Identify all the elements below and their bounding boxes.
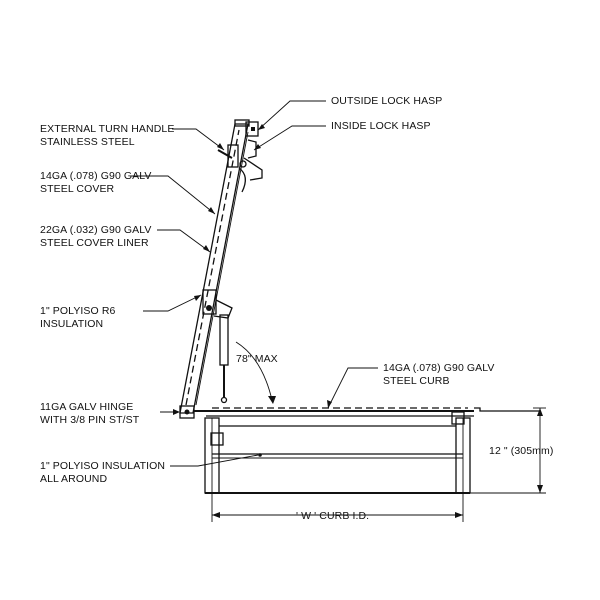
label-outside-lock-hasp: OUTSIDE LOCK HASP	[331, 95, 442, 107]
spring-bracket	[202, 289, 217, 315]
angle-arc	[235, 341, 273, 401]
curb-right-flange	[474, 407, 540, 412]
label-curb-insulation-2: ALL AROUND	[40, 473, 107, 485]
label-hinge-1: 11GA GALV HINGE	[40, 401, 133, 413]
leader-outside-hasp-arrow	[258, 124, 265, 130]
label-cover-1: 14GA (.078) G90 GALV	[40, 170, 152, 182]
leader-curb-arrow	[327, 400, 332, 408]
dimensions	[211, 341, 546, 522]
hinge	[179, 405, 195, 419]
leader-curb-insulation	[170, 454, 259, 467]
gas-spring-cylinder	[219, 314, 229, 366]
insulation-pointer-dot	[258, 453, 262, 457]
width-arrow-left	[212, 512, 220, 518]
height-arrow-bottom	[537, 485, 543, 493]
cover-top-cap	[234, 119, 250, 127]
label-angle: 78" MAX	[236, 353, 278, 365]
gas-spring	[219, 314, 229, 404]
bracket-arm	[213, 299, 233, 319]
leader-inside-hasp-arrow	[254, 144, 261, 150]
label-liner-1: 22GA (.032) G90 GALV	[40, 224, 152, 236]
outside-lock-hasp-shape	[245, 121, 259, 137]
hinge-pin	[184, 409, 190, 415]
left-bolt-box	[210, 432, 224, 446]
angle-arrow	[268, 396, 276, 404]
label-curb-1: 14GA (.078) G90 GALV	[383, 362, 495, 374]
latch-curve	[238, 167, 246, 193]
hasp-pin	[251, 127, 255, 131]
label-turn-handle-2: STAINLESS STEEL	[40, 136, 135, 148]
leader-cover-arrow	[208, 207, 215, 214]
leader-insulation	[143, 294, 202, 312]
height-arrow-top	[537, 408, 543, 416]
hatch-cover	[179, 119, 263, 414]
label-height-dim: 12 " (305mm)	[489, 445, 553, 457]
width-arrow-right	[455, 512, 463, 518]
bracket-pivot	[206, 305, 212, 311]
leader-turn-handle-arrow	[217, 143, 224, 150]
leaders	[131, 100, 378, 467]
leader-liner-arrow	[203, 245, 210, 252]
label-cover-2: STEEL COVER	[40, 183, 115, 195]
leader-turn-handle	[172, 128, 225, 151]
label-insulation-2: INSULATION	[40, 318, 103, 330]
handle-mount	[227, 144, 239, 168]
label-liner-2: STEEL COVER LINER	[40, 237, 149, 249]
handle-bolt	[239, 160, 247, 168]
leader-outside-hasp	[257, 100, 326, 131]
leader-inside-hasp	[253, 125, 326, 151]
label-insulation-1: 1" POLYISO R6	[40, 305, 116, 317]
label-width-dim: ' W ' CURB I.D.	[296, 510, 369, 522]
latch-arm	[243, 157, 263, 181]
gas-spring-mount	[220, 396, 228, 404]
cover-inner-edge	[195, 131, 249, 406]
leader-insulation-arrow	[194, 295, 201, 301]
cover-liner-dashed	[185, 129, 240, 406]
label-hinge-2: WITH 3/8 PIN ST/ST	[40, 414, 140, 426]
leader-hinge-arrow	[173, 409, 180, 415]
right-bracket	[451, 411, 465, 425]
label-inside-lock-hasp: INSIDE LOCK HASP	[331, 120, 431, 132]
label-curb-insulation-1: 1" POLYISO INSULATION	[40, 460, 165, 472]
leader-cover	[131, 175, 216, 215]
leader-curb	[327, 367, 378, 409]
turn-handle-shape	[217, 149, 233, 159]
label-turn-handle-1: EXTERNAL TURN HANDLE	[40, 123, 174, 135]
callout-labels: OUTSIDE LOCK HASP INSIDE LOCK HASP EXTER…	[40, 95, 553, 522]
label-curb-2: STEEL CURB	[383, 375, 450, 387]
leader-liner	[157, 229, 211, 253]
